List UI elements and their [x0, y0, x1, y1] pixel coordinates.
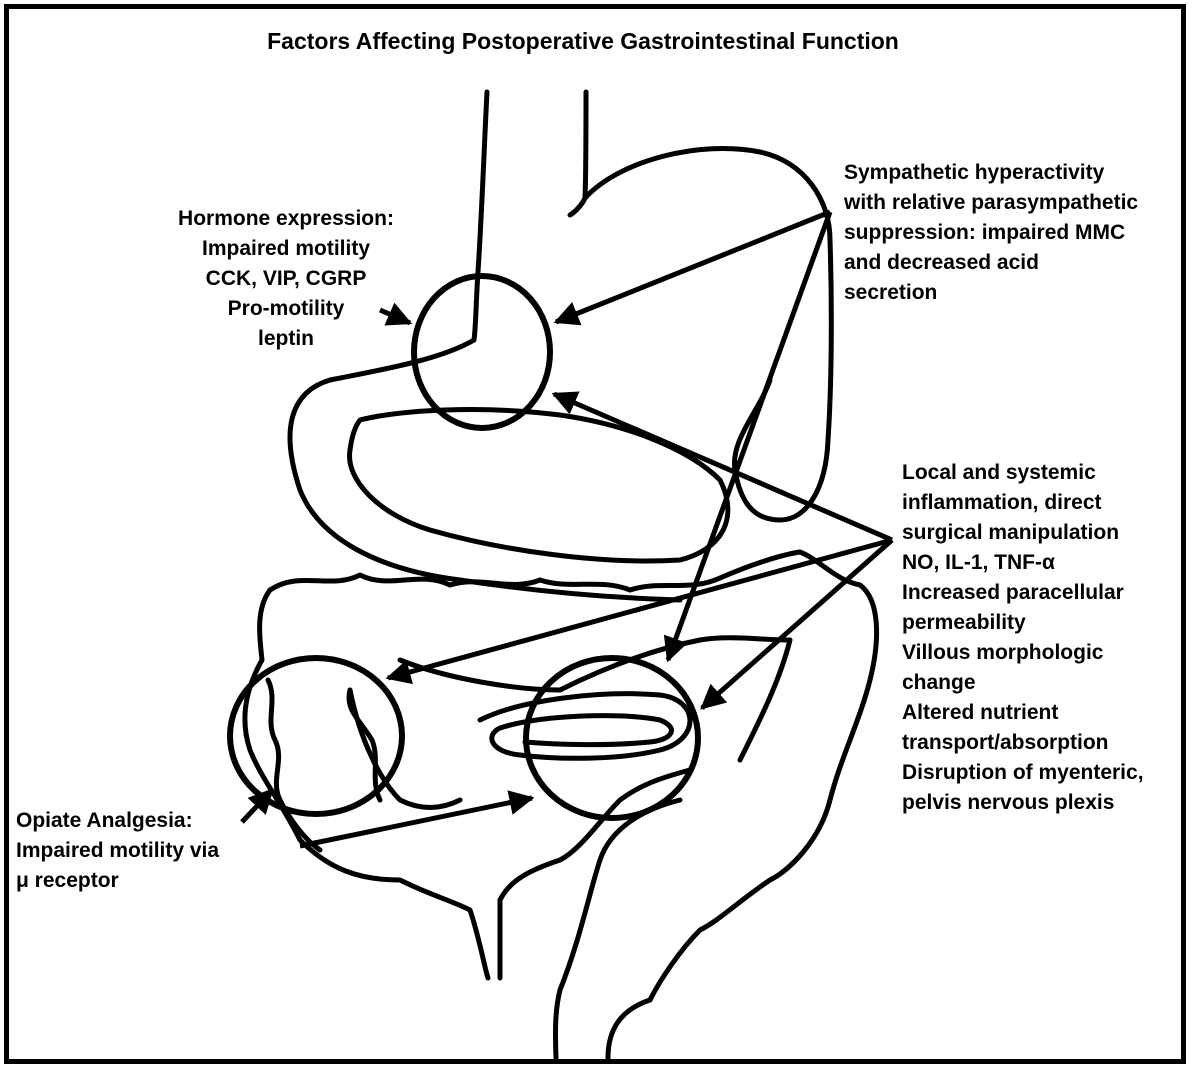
inflammation-line: pelvis nervous plexis	[902, 788, 1144, 818]
small-bowel-focus-circle	[526, 658, 698, 818]
hormone-line: leptin	[166, 324, 406, 354]
hormone-line: Hormone expression:	[166, 204, 406, 234]
inflammation-line: Altered nutrient	[902, 698, 1144, 728]
inflammation-line: surgical manipulation	[902, 518, 1144, 548]
cecum-focus-circle	[230, 658, 402, 814]
hormone-line: Pro-motility	[166, 294, 406, 324]
hormone-line: Impaired motility	[166, 234, 406, 264]
inflammation-line: inflammation, direct	[902, 488, 1144, 518]
inflammation-arrow-stomach	[554, 394, 892, 540]
sympathetic-line: Sympathetic hyperactivity	[844, 158, 1138, 188]
opiate-label: Opiate Analgesia: Impaired motility via …	[16, 806, 219, 896]
esophagus-left-wall	[474, 92, 487, 340]
stomach-outline	[585, 149, 831, 520]
inflammation-line: permeability	[902, 608, 1144, 638]
inflammation-line: Local and systemic	[902, 458, 1144, 488]
inflammation-line: transport/absorption	[902, 728, 1144, 758]
sympathetic-line: suppression: impaired MMC	[844, 218, 1138, 248]
sympathetic-line: and decreased acid	[844, 248, 1138, 278]
colon-inner-left	[350, 690, 460, 808]
sympathetic-arrow-stomach	[556, 212, 830, 322]
duodenum-inner	[350, 410, 728, 561]
hormone-label: Hormone expression: Impaired motility CC…	[166, 204, 406, 354]
small-bowel-loops	[480, 694, 690, 759]
colon-left-side	[245, 590, 488, 978]
hormone-line: CCK, VIP, CGRP	[166, 264, 406, 294]
inflammation-label: Local and systemic inflammation, direct …	[902, 458, 1144, 818]
sympathetic-label: Sympathetic hyperactivity with relative …	[844, 158, 1138, 308]
rectum-left	[555, 990, 560, 1058]
colon-outline	[270, 552, 877, 1000]
sympathetic-line: secretion	[844, 278, 1138, 308]
opiate-line: Impaired motility via	[16, 836, 219, 866]
opiate-line: μ receptor	[16, 866, 219, 896]
rectum-inner	[560, 800, 680, 990]
inflammation-line: Disruption of myenteric,	[902, 758, 1144, 788]
stomach-focus-circle	[414, 276, 550, 428]
inflammation-line: NO, IL-1, TNF-α	[902, 548, 1144, 578]
opiate-line: Opiate Analgesia:	[16, 806, 219, 836]
sympathetic-line: with relative parasympathetic	[844, 188, 1138, 218]
inflammation-line: change	[902, 668, 1144, 698]
inflammation-line: Increased paracellular	[902, 578, 1144, 608]
rectum-right	[608, 1000, 650, 1058]
inflammation-line: Villous morphologic	[902, 638, 1144, 668]
cecum-edge	[268, 680, 320, 850]
